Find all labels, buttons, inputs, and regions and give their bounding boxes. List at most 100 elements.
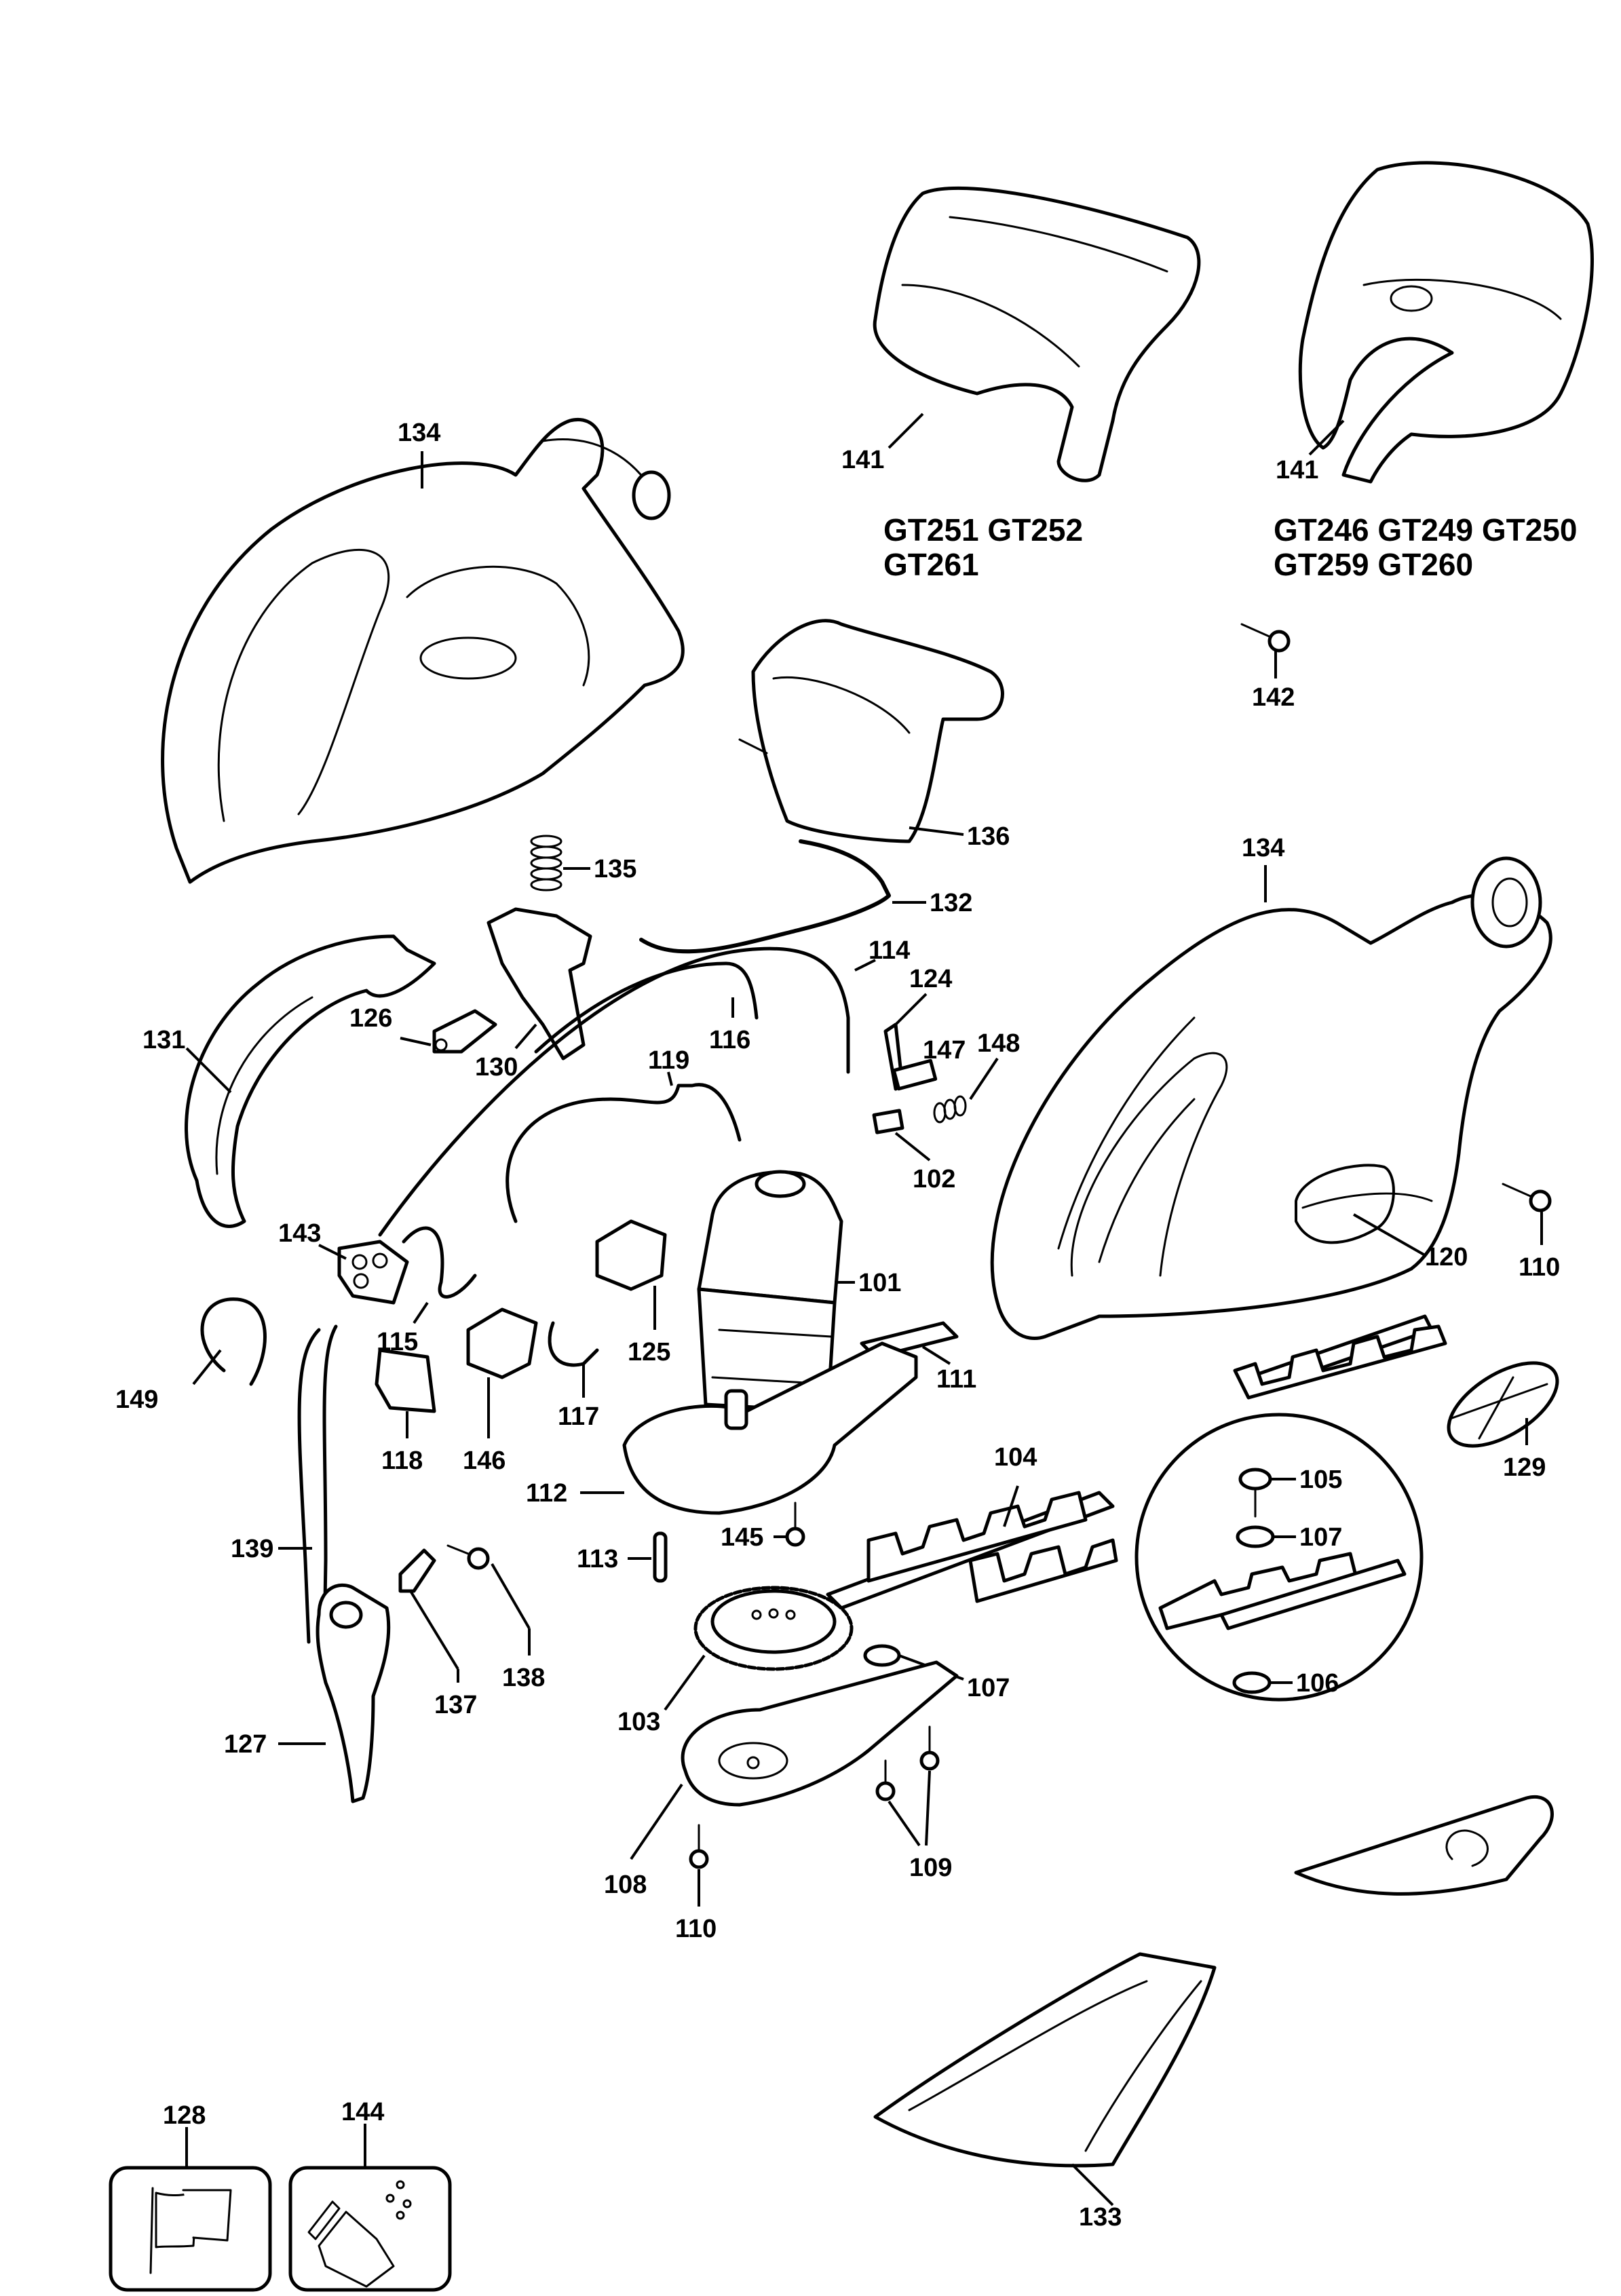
label-107: 107 (967, 1674, 1010, 1702)
cord-clamp-137 (398, 1548, 436, 1593)
carbon-brush-102 (872, 1109, 904, 1134)
model-group-b-line-1: GT246 GT249 GT250 (1274, 512, 1577, 548)
label-panel-120 (1295, 1164, 1395, 1244)
label-146: 146 (463, 1447, 506, 1475)
label-133: 133 (1079, 2203, 1122, 2232)
motor-101 (697, 1170, 843, 1413)
blade-assembly-104 (826, 1491, 1118, 1610)
label-111: 111 (936, 1365, 976, 1394)
label-124: 124 (909, 965, 952, 993)
label-145: 145 (721, 1523, 763, 1552)
label-127: 127 (224, 1730, 267, 1759)
gear-103 (693, 1586, 854, 1671)
decal-129 (1447, 1361, 1559, 1448)
label-113: 113 (577, 1545, 618, 1573)
label-130: 130 (475, 1053, 518, 1082)
wire-114 (378, 946, 850, 1237)
label-101: 101 (858, 1269, 901, 1297)
spring-148 (933, 1095, 967, 1124)
blade-sheath-tip (1294, 1795, 1554, 1896)
capacitor-118 (375, 1348, 436, 1413)
label-107: 107 (1299, 1523, 1342, 1552)
hand-guard-141-b (1298, 161, 1594, 484)
slide-switch-147 (892, 1058, 938, 1091)
label-128: 128 (163, 2101, 206, 2130)
label-108: 108 (604, 1871, 647, 1899)
power-cord-139 (297, 1328, 321, 1644)
housing-half-134-right (990, 856, 1552, 1341)
label-134: 134 (1242, 834, 1284, 862)
label-126: 126 (349, 1004, 392, 1033)
spring-135 (530, 835, 562, 892)
label-112: 112 (526, 1479, 567, 1508)
screw-138 (446, 1544, 490, 1570)
label-138: 138 (502, 1664, 545, 1692)
label-139: 139 (231, 1535, 273, 1563)
label-117: 117 (558, 1402, 599, 1431)
lead-115 (402, 1226, 477, 1299)
label-125: 125 (628, 1338, 670, 1366)
wire-116 (534, 961, 759, 1054)
label-106: 106 (1296, 1669, 1339, 1698)
washer-107-detail (1236, 1525, 1275, 1548)
screw-142 (1240, 623, 1291, 653)
housing-half-134-left (161, 418, 685, 884)
flag-icon (149, 2187, 232, 2274)
switch-146 (466, 1307, 538, 1379)
label-114: 114 (869, 936, 910, 965)
screw-110-bottom (689, 1824, 709, 1869)
label-143: 143 (278, 1219, 321, 1248)
wire-harness-119 (506, 1083, 742, 1223)
blade-tip-detail (1233, 1314, 1447, 1400)
label-141: 141 (1276, 456, 1318, 484)
label-141: 141 (841, 446, 884, 474)
rod-132 (639, 839, 891, 954)
screw-145 (785, 1501, 805, 1547)
gearbox-112 (622, 1341, 918, 1515)
oil-can-drops-icon (307, 2180, 412, 2288)
hand-guard-141-a (873, 186, 1201, 482)
switch-125 (595, 1219, 667, 1291)
label-129: 129 (1503, 1453, 1546, 1482)
washer-107 (863, 1644, 901, 1667)
power-cord-139-line2 (322, 1324, 338, 1644)
label-137: 137 (434, 1691, 477, 1719)
label-103: 103 (617, 1708, 660, 1736)
gear-cover-108 (681, 1660, 959, 1807)
label-104: 104 (994, 1443, 1037, 1472)
model-group-b-line-2: GT259 GT260 (1274, 547, 1473, 582)
guard-strip-131 (184, 934, 436, 1228)
label-132: 132 (930, 889, 972, 917)
screw-110-right (1502, 1183, 1552, 1212)
label-135: 135 (594, 855, 636, 883)
trigger-lever-130 (487, 907, 592, 1060)
label-120: 120 (1425, 1243, 1468, 1271)
screws-109 (875, 1725, 940, 1801)
label-102: 102 (913, 1165, 955, 1193)
model-group-a-line-2: GT261 (883, 547, 979, 582)
label-149: 149 (115, 1385, 158, 1414)
label-105: 105 (1299, 1466, 1342, 1494)
label-110: 110 (1519, 1253, 1560, 1282)
label-142: 142 (1252, 683, 1295, 712)
label-109: 109 (909, 1854, 952, 1882)
label-110: 110 (675, 1915, 717, 1943)
switch-cover-136 (738, 619, 1004, 843)
label-134: 134 (398, 419, 440, 447)
label-119: 119 (648, 1046, 689, 1075)
link-126 (432, 1009, 497, 1054)
label-144: 144 (341, 2098, 384, 2126)
label-148: 148 (977, 1029, 1020, 1058)
label-131: 131 (142, 1026, 185, 1054)
label-136: 136 (967, 822, 1010, 851)
connector-117 (548, 1321, 599, 1367)
cord-sleeve-127 (316, 1583, 391, 1803)
label-147: 147 (923, 1036, 966, 1065)
terminal-block-143 (337, 1240, 409, 1305)
label-118: 118 (381, 1447, 423, 1475)
label-116: 116 (709, 1026, 750, 1054)
washer-106 (1232, 1671, 1272, 1694)
pin-113 (653, 1531, 668, 1583)
model-group-a-line-1: GT251 GT252 (883, 512, 1083, 548)
